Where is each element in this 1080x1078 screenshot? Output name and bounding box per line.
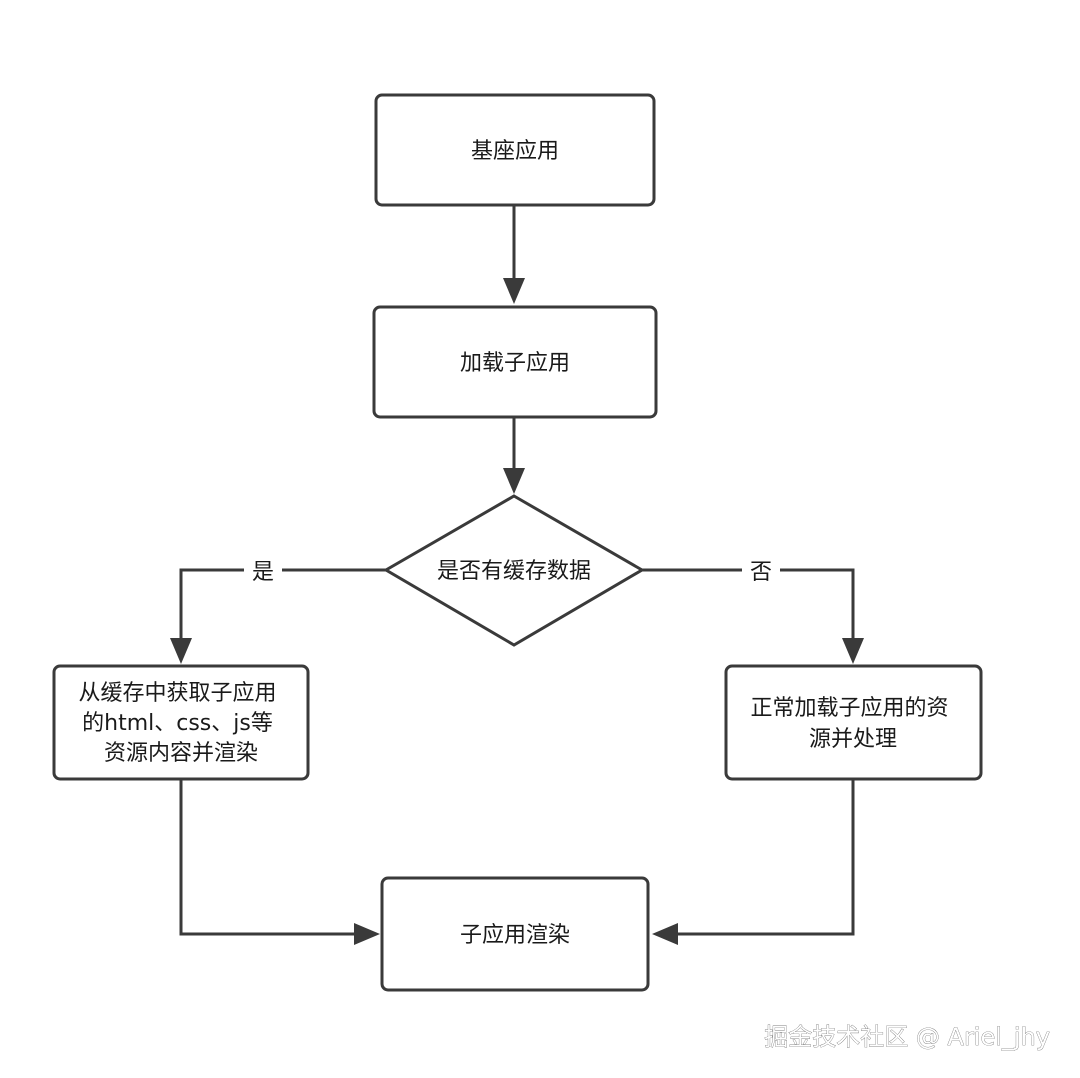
node-base-app: 基座应用 — [374, 93, 656, 207]
no-label: 否 — [750, 560, 772, 585]
edge-labels: 是 否 — [244, 558, 780, 585]
node-render-sub-app-label: 子应用渲染 — [460, 923, 570, 948]
node-render-sub-app: 子应用渲染 — [380, 876, 650, 992]
yes-label-bg — [244, 558, 282, 584]
no-label-bg — [742, 558, 780, 584]
node-from-cache: 从缓存中获取子应用 的html、css、js等 资源内容并渲染 — [52, 664, 310, 781]
arrow-head-decision-no — [842, 638, 864, 664]
watermark-text: 掘金技术社区 @ Ariel_jhy — [764, 1023, 1050, 1051]
node-load-sub-app-box — [372, 305, 658, 419]
edge-cache-to-render — [179, 779, 356, 936]
arrow-head-base-to-load — [503, 278, 525, 304]
node-base-app-box — [374, 93, 656, 207]
node-normal-load: 正常加载子应用的资 源并处理 — [724, 664, 983, 781]
node-from-cache-box — [52, 664, 310, 781]
decision-diamond — [383, 494, 645, 647]
node-normal-load-line-2: 源并处理 — [809, 727, 897, 752]
node-load-sub-app-label: 加载子应用 — [460, 351, 570, 376]
arrow-head-cache-to-render — [354, 923, 380, 945]
arrow-head-decision-yes — [170, 638, 192, 664]
node-from-cache-label: 从缓存中获取子应用 的html、css、js等 资源内容并渲染 — [78, 681, 283, 766]
node-from-cache-line-1: 从缓存中获取子应用 — [78, 681, 276, 706]
node-from-cache-line-3: 资源内容并渲染 — [104, 741, 258, 766]
edges — [170, 205, 864, 945]
decision-label: 是否有缓存数据 — [437, 559, 591, 584]
edge-decision-yes — [179, 568, 386, 640]
node-normal-load-box — [724, 664, 983, 781]
edge-decision-no — [642, 568, 855, 640]
node-has-cache-decision: 是否有缓存数据 — [383, 494, 645, 647]
node-base-app-label: 基座应用 — [471, 139, 559, 164]
node-normal-load-label: 正常加载子应用的资 源并处理 — [750, 696, 955, 752]
arrow-head-load-to-decision — [503, 468, 525, 494]
arrow-head-normal-to-render — [652, 923, 678, 945]
node-from-cache-line-2: 的html、css、js等 — [82, 711, 273, 736]
edge-normal-to-render — [676, 779, 855, 936]
node-load-sub-app: 加载子应用 — [372, 305, 658, 419]
yes-label: 是 — [252, 560, 274, 585]
node-render-sub-app-box — [380, 876, 650, 992]
node-normal-load-line-1: 正常加载子应用的资 — [750, 696, 948, 721]
